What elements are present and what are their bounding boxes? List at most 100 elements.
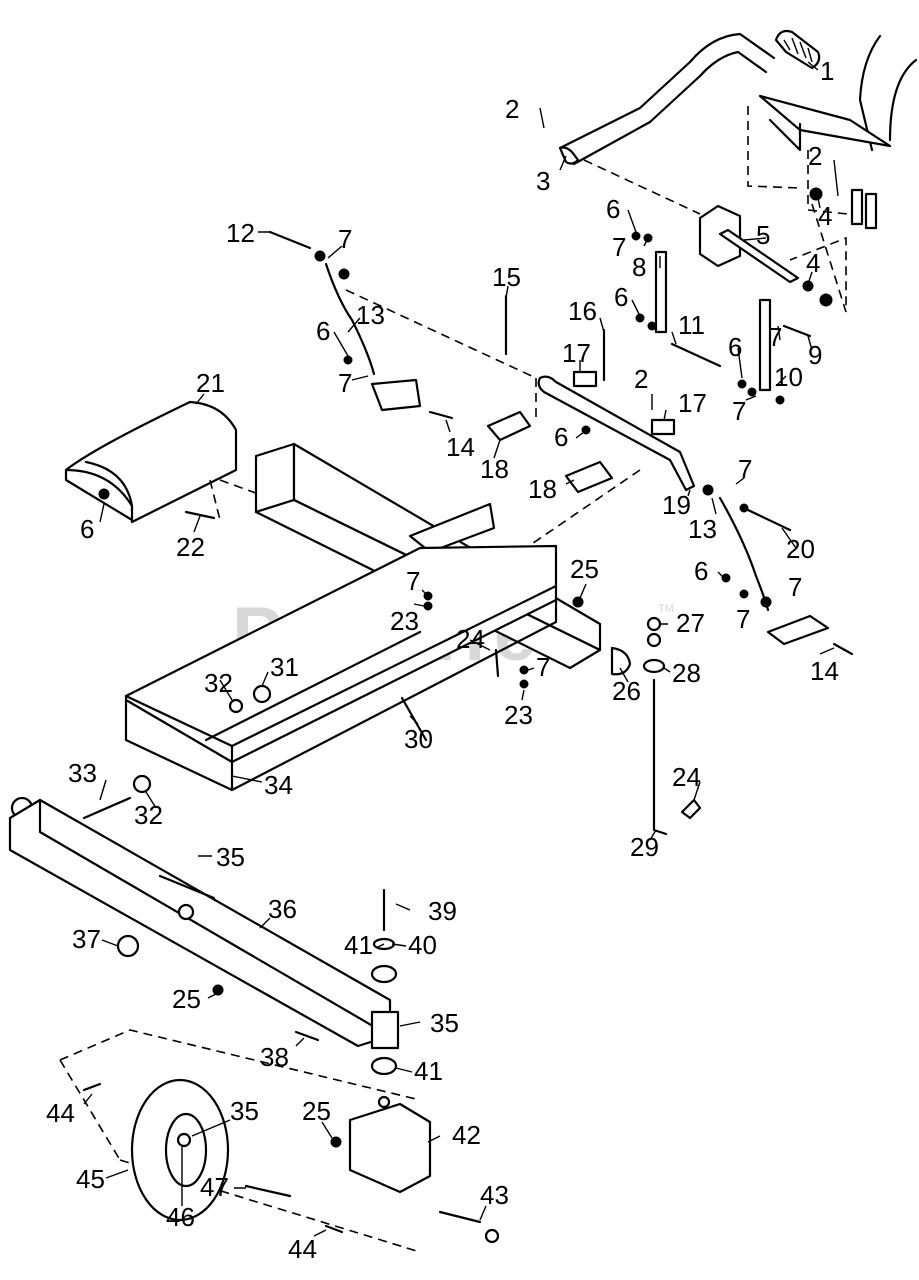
bracket-18-upper [486,410,532,442]
bushing-41-upper [370,964,398,984]
bracket-18-lower [564,460,614,494]
axle-36-part [8,796,392,1048]
callout-6: 6 [80,514,94,544]
nut-6-right-low [721,573,731,583]
callout-6: 6 [606,194,620,224]
spindle-42-part [330,1102,432,1194]
callout-24: 24 [456,624,485,654]
callout-17: 17 [678,388,707,418]
bolt-20-part [746,508,792,532]
callout-22: 22 [176,532,205,562]
pin-44-upper [82,1082,102,1092]
nut-6-mid [635,313,645,323]
callout-39: 39 [428,896,457,926]
callout-18: 18 [528,474,557,504]
pin-38-part [294,1030,320,1042]
callout-7: 7 [536,652,550,682]
pin-44-lower [324,1224,344,1234]
washer-27b-part [646,632,662,648]
callout-13: 13 [688,514,717,544]
callout-14: 14 [810,656,839,686]
callout-6: 6 [694,556,708,586]
callout-23: 23 [390,606,419,636]
nut-4-upper [809,187,823,201]
callout-7: 7 [736,604,750,634]
bolt-14-right [832,642,854,656]
nut-25-upper [572,596,584,608]
washer-7-right-a [702,484,714,496]
bolt-9-part [782,324,812,338]
nut-25-mid [212,984,224,996]
nut-6-left [343,355,353,365]
shaft-47-part [244,1184,292,1198]
callout-12: 12 [226,218,255,248]
callout-35: 35 [216,842,245,872]
bolt-43-part [438,1210,482,1224]
callout-9: 9 [808,340,822,370]
cover-21-part [64,400,238,524]
nut-4-lower-a [802,280,814,292]
frame-34-part [124,442,602,792]
shift-bracket-part [698,204,800,284]
callout-11: 11 [678,310,705,340]
callout-5: 5 [756,220,770,250]
callout-7: 7 [738,454,752,484]
nut-6-right [737,379,747,389]
callout-25: 25 [172,984,201,1014]
handle-bar-part [558,32,776,166]
callout-27: 27 [676,608,705,638]
spacer-28-part [642,658,666,674]
washer-7-right-low-b [760,596,772,608]
nut-27-part [646,616,662,632]
callout-7: 7 [406,566,420,596]
nut-43-part [484,1228,500,1244]
callout-40: 40 [408,930,437,960]
rod-29-part [652,678,668,836]
callout-24: 24 [672,762,701,792]
callout-20: 20 [786,534,815,564]
callout-33: 33 [68,758,97,788]
bracket-14-right [766,614,830,646]
callout-18: 18 [480,454,509,484]
callout-7: 7 [732,396,746,426]
callout-45: 45 [76,1164,105,1194]
bracket-14-left [370,378,422,412]
bushing-37-part [116,934,140,958]
watermark-trademark: TM [658,603,674,615]
washer-7-left-a [314,250,326,262]
callout-13: 13 [356,300,385,330]
control-rod-19-part [537,375,696,492]
washer-7-right-low [739,589,749,599]
callout-42: 42 [452,1120,481,1150]
callout-2: 2 [505,94,519,124]
callout-7: 7 [788,572,802,602]
callout-7: 7 [768,322,782,352]
washer-32-lower [132,774,152,794]
callout-37: 37 [72,924,101,954]
pin-33-part [82,796,132,820]
callout-38: 38 [260,1042,289,1072]
clip-24-frame [494,648,500,678]
callout-44: 44 [288,1234,317,1264]
callout-25: 25 [302,1096,331,1126]
callout-14: 14 [446,432,475,462]
block-17-left [572,370,598,388]
callout-10: 10 [774,362,803,392]
callout-41: 41 [414,1056,443,1086]
callout-31: 31 [270,652,299,682]
callout-19: 19 [662,490,691,520]
callout-15: 15 [492,262,521,292]
washer-7-left-b [338,268,350,280]
callout-32: 32 [204,668,233,698]
bolt-12-part [268,230,312,250]
bolt-30-part [400,696,428,742]
nut-23-lower [519,679,529,689]
callout-47: 47 [200,1172,229,1202]
callout-25: 25 [570,554,599,584]
washer-7-right-b [739,503,749,513]
clip-24-rod [680,798,702,820]
control-panel-part [758,34,918,230]
callout-6: 6 [554,422,568,452]
washer-26-part [610,646,632,676]
